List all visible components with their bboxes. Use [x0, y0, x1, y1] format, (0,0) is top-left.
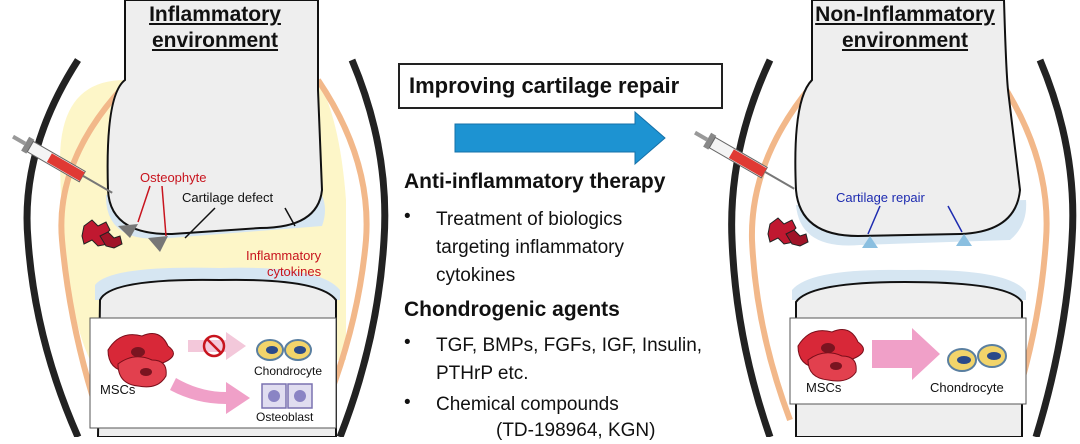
right-inflammatory-cells-icon [767, 217, 809, 247]
bullet-biologics: Treatment of biologics targeting inflamm… [436, 206, 624, 290]
right-outer-contour-left [728, 58, 774, 437]
right-chondrocyte-cells [947, 344, 1007, 372]
bullet-dot-3: • [404, 392, 411, 413]
left-title: Inflammatory environment [120, 2, 310, 54]
osteophyte-label: Osteophyte [140, 170, 207, 185]
cartilage-repair-label: Cartilage repair [836, 190, 925, 205]
left-syringe-icon [12, 134, 113, 194]
inflammatory-cytokines-label: Inflammatory cytokines [246, 248, 321, 280]
right-chondrocyte-label: Chondrocyte [930, 380, 1004, 395]
left-osteophyte-1 [118, 224, 138, 238]
right-inset [789, 317, 1027, 405]
bullet-dot-2: • [404, 332, 411, 353]
left-outer-contour-left [23, 58, 82, 437]
repair-arrow-1 [867, 205, 881, 235]
left-osteophyte-2 [148, 236, 168, 252]
right-repair-triangle-2 [956, 234, 972, 246]
left-joint-capsule-right [315, 78, 370, 422]
cartilage-defect-label: Cartilage defect [182, 190, 274, 205]
biologics-line1: Treatment of biologics [436, 209, 623, 230]
right-joint-capsule-left [748, 83, 815, 422]
chondrogenic-heading: Chondrogenic agents [404, 298, 620, 321]
osteophyte-arrow-1 [137, 185, 151, 223]
osteoblast-label: Osteoblast [256, 410, 314, 424]
chemical-line1: Chemical compounds [436, 394, 619, 415]
improving-repair-box: Improving cartilage repair [398, 63, 723, 109]
cytokines-line2: cytokines [266, 264, 322, 279]
bullet-growth-factors: TGF, BMPs, FGFs, IGF, Insulin, PTHrP etc… [436, 332, 702, 388]
biologics-line3: cytokines [436, 265, 516, 286]
defect-arrow-1 [184, 207, 216, 239]
right-syringe-icon [694, 130, 795, 190]
left-chondrocyte-label: Chondrocyte [254, 364, 323, 378]
left-mscs-label: MSCs [100, 382, 136, 397]
right-repair-triangle-1 [862, 236, 878, 248]
left-chondrocyte-cells [256, 339, 312, 361]
bullet-dot-1: • [404, 206, 411, 227]
right-outer-contour-right [1032, 58, 1077, 437]
growth-factors-line1: TGF, BMPs, FGFs, IGF, Insulin, [436, 335, 703, 356]
right-title-line1: Non-Inflammatory [815, 3, 995, 26]
repair-arrow-2 [947, 205, 963, 233]
left-pink-arrow [170, 378, 250, 414]
left-inset [89, 317, 337, 429]
right-title-line2: environment [841, 29, 969, 52]
left-inflammatory-cells-icon [81, 219, 123, 249]
growth-factors-line2: PTHrP etc. [436, 363, 529, 384]
chemical-line2: (TD-198964, KGN) [496, 420, 656, 441]
cytokines-line1: Inflammatory [246, 248, 322, 263]
anti-inflammatory-heading: Anti-inflammatory therapy [404, 170, 666, 193]
right-upper-bone [794, 0, 1022, 238]
left-outer-contour-right [336, 58, 389, 437]
right-mscs-label: MSCs [806, 380, 842, 395]
left-joint-capsule-left [58, 82, 128, 421]
left-title-line2: environment [151, 29, 279, 52]
biologics-line2: targeting inflammatory [436, 237, 624, 258]
left-blocked-arrow [188, 332, 246, 360]
left-osteoblast-cells [261, 383, 313, 409]
bullet-chemical-compounds: Chemical compounds (TD-198964, KGN) [436, 392, 655, 444]
right-pink-arrow [872, 328, 940, 380]
big-blue-arrow [454, 110, 666, 166]
left-upper-bone [106, 0, 324, 236]
left-joint [12, 0, 389, 437]
left-title-line1: Inflammatory [149, 3, 281, 26]
defect-arrow-2 [284, 207, 296, 227]
right-joint [694, 0, 1077, 437]
prohibited-icon [202, 334, 226, 358]
right-title: Non-Inflammatory environment [795, 2, 1015, 54]
osteophyte-arrow-2 [161, 185, 167, 237]
